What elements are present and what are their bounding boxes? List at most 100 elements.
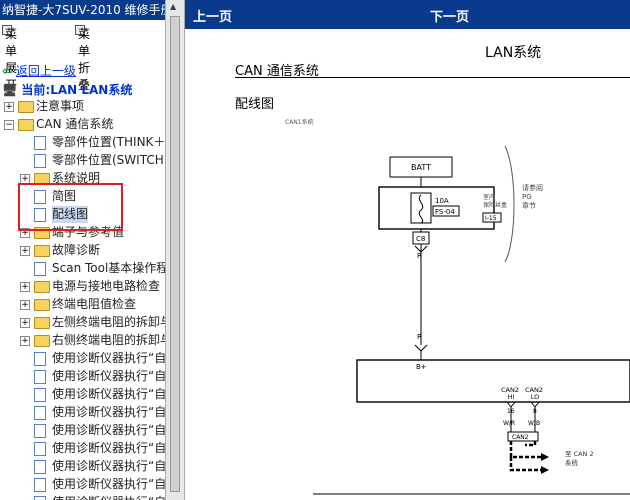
- tree-item[interactable]: 使用诊断仪器执行“自: [0, 350, 165, 367]
- wiring-diagram: CAN1系统 BATT 10A FS-04 室内 保险丝盒 I-15 请参阅 P…: [285, 118, 630, 495]
- document-pane: 上一页 下一页 LAN系统 CAN 通信系统 配线图 CAN1系统 BATT 1…: [185, 0, 630, 500]
- fuse-box-code: I-15: [485, 215, 497, 222]
- tree-item[interactable]: Scan Tool基本操作程: [0, 260, 165, 277]
- module-box: [356, 359, 630, 403]
- folder-icon: [34, 281, 50, 293]
- scrollbar-thumb[interactable]: [170, 16, 180, 492]
- tree-item[interactable]: + 电源与接地电路检查: [0, 278, 165, 295]
- expand-toggle-icon[interactable]: +: [20, 282, 30, 292]
- collapse-toggle-icon[interactable]: −: [4, 120, 14, 130]
- tree-item[interactable]: 简图: [0, 188, 165, 205]
- dashed-wire-lo-down: [509, 457, 541, 472]
- prev-page-button[interactable]: 上一页: [193, 10, 233, 25]
- tree-item[interactable]: + 右侧终端电阻的拆卸与: [0, 332, 165, 349]
- document-icon: [34, 388, 46, 402]
- tree-item[interactable]: 零部件位置(THINK＋: [0, 134, 165, 151]
- tree-item[interactable]: 使用诊断仪器执行“自: [0, 476, 165, 493]
- module-pin-bplus: B+: [416, 363, 427, 371]
- computer-icon: 🖥: [2, 83, 18, 97]
- highlight-box: [18, 183, 123, 231]
- document-icon: [34, 406, 46, 420]
- can2-lo-line2: LO: [531, 393, 540, 401]
- tree-item[interactable]: +终端电阻值检查: [0, 296, 165, 313]
- tree-item-label: 零部件位置(THINK＋: [52, 135, 165, 149]
- folder-icon: [18, 119, 34, 131]
- wire-wr-label: W/R: [503, 420, 515, 427]
- tree-item-label: 注意事项: [36, 99, 85, 113]
- document-icon: [34, 442, 46, 456]
- document-icon: [34, 370, 46, 384]
- back-link[interactable]: ⇦ 返回上一级: [2, 62, 76, 79]
- collapse-icon: [75, 25, 85, 35]
- subsection-title: 配线图: [235, 97, 275, 112]
- pane-scrollbar[interactable]: ▲: [165, 0, 185, 500]
- tree-item-label: 使用诊断仪器执行“自: [52, 441, 165, 455]
- tree-item-label: 右侧终端电阻的拆卸与: [52, 333, 165, 347]
- tree-item[interactable]: 配线图: [0, 206, 165, 223]
- tree-item-label: CAN 通信系统: [36, 117, 114, 131]
- tree-item[interactable]: 使用诊断仪器执行“自: [0, 422, 165, 439]
- tree-item-label: 使用诊断仪器执行“自: [52, 477, 165, 491]
- connector-c8-label: C8: [416, 235, 425, 243]
- collapse-label: 菜单折叠: [78, 27, 91, 92]
- can2-lo-line1: CAN2: [525, 386, 543, 394]
- expand-toggle-icon[interactable]: +: [20, 318, 30, 328]
- tree-item-label: 使用诊断仪器执行“自: [52, 459, 165, 473]
- expand-toggle-icon[interactable]: +: [20, 246, 30, 256]
- document-icon: [34, 208, 46, 222]
- arrow-head-hi: [541, 453, 549, 461]
- folder-icon: [34, 317, 50, 329]
- fuse-box-code-box: [482, 212, 502, 223]
- navigation-pane: 纳智捷-大7SUV-2010 维修手册 菜单展开 菜单折叠 ⇦ 返回上一级 🖥 …: [0, 0, 165, 500]
- tree-item[interactable]: 使用诊断仪器执行“自: [0, 386, 165, 403]
- fuse-box-label: 室内 保险丝盒: [483, 193, 507, 209]
- menu-toolbar: 菜单展开 菜单折叠: [0, 25, 165, 92]
- expand-label: 菜单展开: [5, 27, 18, 92]
- tree-item[interactable]: 使用诊断仪器执行“自: [0, 458, 165, 475]
- to-can2-line1: 至 CAN 2: [565, 450, 594, 458]
- document-icon: [34, 478, 46, 492]
- pager-bar: 上一页 下一页: [185, 0, 630, 29]
- fuse-id-box: [432, 205, 460, 217]
- can2-box: [507, 431, 539, 442]
- wire-r-label-2: R: [417, 333, 422, 341]
- tree-item-label: 零部件位置(SWITCH: [52, 153, 164, 167]
- diagram-caption: CAN1系统: [285, 118, 314, 126]
- fuse-element: [410, 192, 432, 224]
- tree-item-label: 配线图: [52, 206, 89, 223]
- scroll-up-icon[interactable]: ▲: [170, 2, 177, 11]
- tree-item[interactable]: 使用诊断仪器执行“自: [0, 440, 165, 457]
- tree-item-label: 简图: [52, 189, 77, 203]
- folder-icon: [18, 101, 34, 113]
- can2-hi-label: CAN2 HI: [501, 386, 521, 401]
- tree-item-label: 使用诊断仪器执行“自: [52, 387, 165, 401]
- tree-item[interactable]: 使用诊断仪器执行“自: [0, 494, 165, 500]
- section-title: CAN 通信系统: [235, 64, 319, 79]
- fuse-box-label-line1: 室内: [483, 193, 495, 201]
- pg-bracket: [504, 145, 515, 263]
- tree-item[interactable]: +系统说明: [0, 170, 165, 187]
- arrow-head-lo: [541, 466, 549, 474]
- tree-item-label: 使用诊断仪器执行“自: [52, 351, 165, 365]
- tree-item[interactable]: +左侧终端电阻的拆卸与: [0, 314, 165, 331]
- tree-item[interactable]: 使用诊断仪器执行“自: [0, 368, 165, 385]
- expand-toggle-icon[interactable]: +: [4, 102, 14, 112]
- next-page-button[interactable]: 下一页: [430, 10, 470, 25]
- tree-item[interactable]: 使用诊断仪器执行“自: [0, 404, 165, 421]
- expand-toggle-icon[interactable]: +: [20, 336, 30, 346]
- tree-item-label: 使用诊断仪器执行“自: [52, 369, 165, 383]
- tree-item-label: 电源与接地电路检查: [52, 279, 161, 293]
- tree-item[interactable]: − CAN 通信系统: [0, 116, 165, 133]
- dashed-wire-hi: [509, 441, 541, 459]
- folder-icon: [34, 335, 50, 347]
- expand-toggle-icon[interactable]: +: [20, 228, 30, 238]
- tree-item[interactable]: + 注意事项: [0, 98, 165, 115]
- document-icon: [34, 424, 46, 438]
- expand-toggle-icon[interactable]: +: [20, 300, 30, 310]
- tree-item[interactable]: 零部件位置(SWITCH: [0, 152, 165, 169]
- tree-item-label: 端子与参考值: [52, 225, 125, 239]
- pin16-arrow: [506, 401, 516, 408]
- to-can2-line2: 系统: [565, 458, 579, 467]
- bracket-label: 请参阅 PG 章节: [522, 183, 545, 210]
- tree-item[interactable]: +故障诊断: [0, 242, 165, 259]
